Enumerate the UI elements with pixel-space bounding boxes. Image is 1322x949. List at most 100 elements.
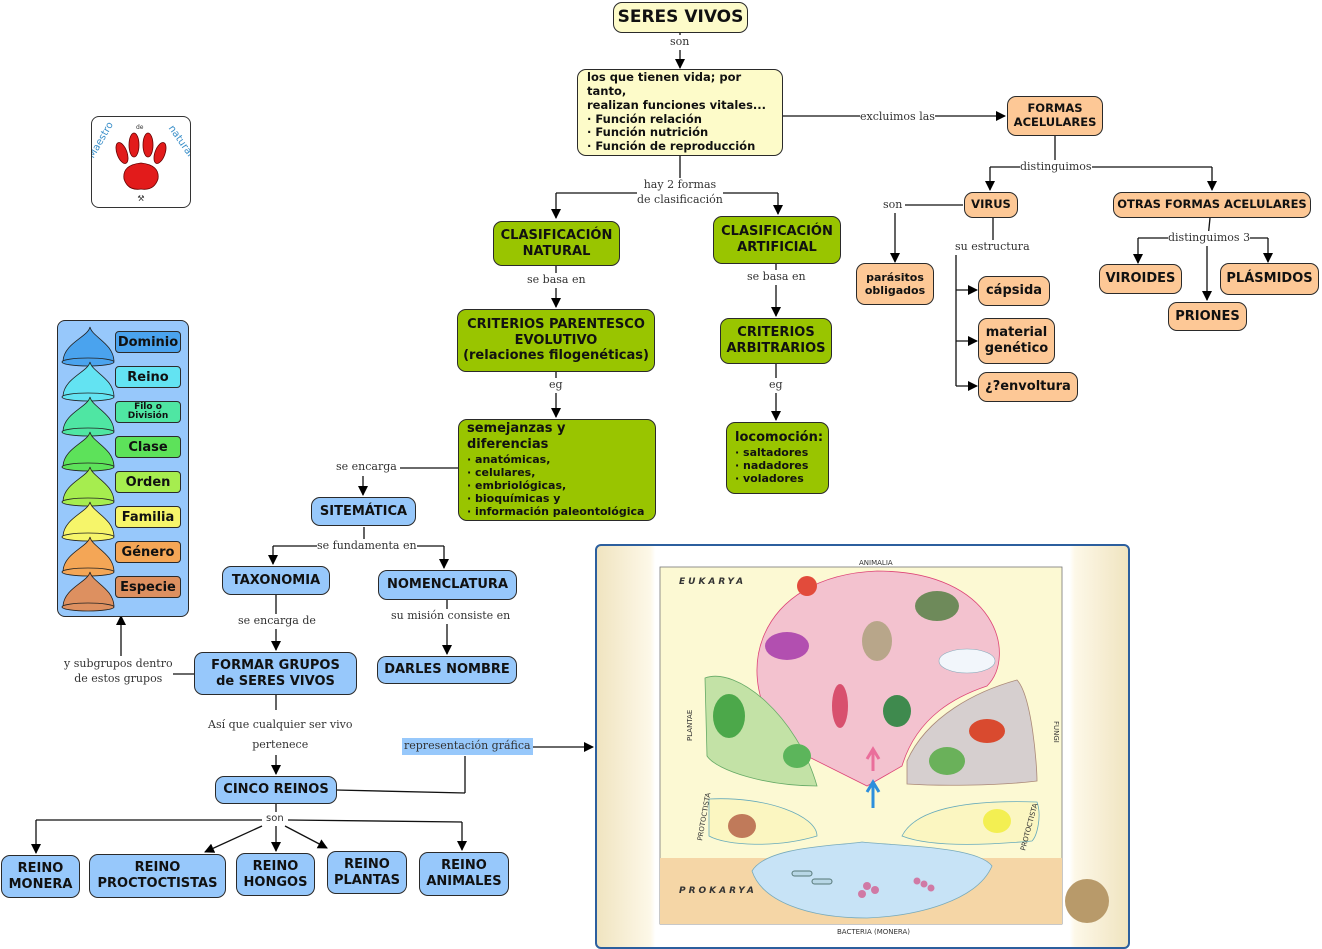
link-label-line: pertenece (252, 737, 309, 751)
definition-bullet: Función relación (587, 112, 773, 127)
hierarchy-level-filo-o-división[interactable]: Filo o División (115, 401, 181, 423)
link-label-su-estructura: su estructura (955, 240, 1030, 255)
hierarchy-level-clase[interactable]: Clase (115, 436, 181, 458)
flask-1 (62, 361, 115, 397)
kingdoms-diagram: EUKARYA PROKARYA ANIMALIA PLANTAE FUNGI … (659, 559, 1109, 936)
node-viroides[interactable]: VIROIDES (1099, 264, 1182, 294)
link-label-distinguimos-3: distinguimos 3 (1168, 231, 1251, 246)
hierarchy-level-especie[interactable]: Especie (115, 576, 181, 598)
label-fungi: FUNGI (1052, 721, 1060, 743)
node-material-genetico[interactable]: material genético (978, 318, 1055, 364)
locomocion-bullet: nadadores (735, 459, 823, 472)
node-parasitos-obligados[interactable]: parásitos obligados (856, 263, 934, 305)
label-eukarya: EUKARYA (679, 577, 746, 587)
node-darles-nombre[interactable]: DARLES NOMBRE (377, 656, 517, 684)
flask-base-6 (61, 567, 115, 577)
flask-base-3 (61, 462, 115, 472)
node-formar-grupos[interactable]: FORMAR GRUPOS de SERES VIVOS (194, 652, 357, 695)
link-label-son: son (670, 35, 690, 50)
five-kingdoms-illustration[interactable]: EUKARYA PROKARYA ANIMALIA PLANTAE FUNGI … (595, 544, 1130, 949)
flask-base-4 (61, 497, 115, 507)
criterios-line: EVOLUTIVO (514, 332, 598, 348)
link-label-se-encarga-de: se encarga de (238, 614, 316, 629)
definition-bullet: Función de reproducción (587, 139, 773, 154)
node-cinco-reinos[interactable]: CINCO REINOS (215, 776, 337, 804)
link-label-line: y subgrupos dentro (64, 657, 173, 670)
semejanzas-bullet: celulares, (467, 466, 647, 479)
link-label-line: Así que cualquier ser vivo (208, 718, 353, 731)
node-clasificacion-artificial[interactable]: CLASIFICACIÓN ARTIFICIAL (713, 216, 841, 264)
svg-text:⚒: ⚒ (137, 194, 144, 203)
node-capsida[interactable]: cápsida (978, 276, 1050, 306)
node-envoltura[interactable]: ¿?envoltura (978, 372, 1078, 402)
hierarchy-level-reino[interactable]: Reino (115, 366, 181, 388)
flask-base-2 (61, 427, 115, 437)
node-otras-formas-acelulares[interactable]: OTRAS FORMAS ACELULARES (1113, 192, 1311, 218)
node-reino-proctoctistas[interactable]: REINO PROCTOCTISTAS (89, 854, 226, 898)
link-label-line: de clasificación (637, 192, 723, 206)
label-plantae: PLANTAE (686, 710, 694, 741)
link-label-excluimos: excluimos las (860, 110, 935, 125)
flask-6 (62, 536, 115, 572)
hierarchy-level-familia[interactable]: Familia (115, 506, 181, 528)
flask-7 (62, 571, 115, 607)
definition-bullet: Función nutrición (587, 125, 773, 140)
node-virus[interactable]: VIRUS (964, 192, 1018, 218)
locomocion-bullet: voladores (735, 472, 823, 485)
node-reino-plantas[interactable]: REINO PLANTAS (327, 851, 407, 894)
node-criterios-parentesco[interactable]: CRITERIOS PARENTESCO EVOLUTIVO (relacion… (457, 309, 655, 372)
node-seres-vivos[interactable]: SERES VIVOS (613, 2, 748, 33)
hierarchy-level-dominio[interactable]: Dominio (115, 331, 181, 353)
logo: Maestro de naturales ⚒ (86, 116, 202, 208)
link-label-su-mision: su misión consiste en (391, 609, 511, 624)
semejanzas-bullet: bioquímicas y (467, 492, 647, 505)
taxonomy-flasks (61, 326, 115, 612)
criterios-line: CRITERIOS PARENTESCO (467, 317, 645, 333)
hierarchy-level-orden[interactable]: Orden (115, 471, 181, 493)
flask-0 (62, 326, 115, 362)
node-formas-acelulares[interactable]: FORMAS ACELULARES (1007, 96, 1103, 136)
node-sistematica[interactable]: SITEMÁTICA (311, 497, 416, 526)
label-prokarya: PROKARYA (679, 886, 757, 896)
link-label-se-encarga: se encarga (336, 460, 397, 475)
logo-text-mid: de (136, 124, 144, 131)
link-label-eg-natural: eg (549, 378, 563, 393)
semejanzas-bullet: anatómicas, (467, 453, 647, 466)
hierarchy-level-género[interactable]: Género (115, 541, 181, 563)
link-label-asi-que: Así que cualquier ser vivo pertenece (208, 715, 353, 755)
locomocion-title: locomoción: (735, 430, 824, 446)
semejanzas-bullet: información paleontológica (467, 505, 647, 518)
node-criterios-arbitrarios[interactable]: CRITERIOS ARBITRARIOS (720, 318, 832, 364)
link-label-son-reinos: son (266, 812, 284, 826)
node-locomocion[interactable]: locomoción: saltadores nadadores volador… (726, 422, 829, 494)
criterios-line: (relaciones filogenéticas) (463, 348, 649, 364)
semejanzas-bullet: embriológicas, (467, 479, 647, 492)
link-label-representacion-grafica: representación gráfica (402, 738, 533, 755)
logo-text-right: naturales (166, 123, 190, 168)
node-definition[interactable]: los que tienen vida; por tanto, realizan… (577, 69, 783, 156)
node-nomenclatura[interactable]: NOMENCLATURA (378, 570, 517, 600)
link-label-se-basa-en-artificial: se basa en (747, 270, 806, 285)
link-label-distinguimos: distinguimos (1020, 160, 1092, 175)
link-label-line: de estos grupos (74, 671, 163, 685)
flask-3 (62, 431, 115, 467)
node-taxonomia[interactable]: TAXONOMIA (222, 566, 330, 595)
link-label-subgrupos: y subgrupos dentro de estos grupos (64, 657, 173, 687)
node-reino-monera[interactable]: REINO MONERA (1, 855, 80, 898)
flask-4 (62, 466, 115, 502)
semejanzas-title: semejanzas y diferencias (467, 421, 566, 453)
flask-5 (62, 501, 115, 537)
node-reino-animales[interactable]: REINO ANIMALES (419, 852, 509, 896)
definition-bullets: Función relación Función nutrición Funci… (587, 112, 773, 154)
node-plasmidos[interactable]: PLÁSMIDOS (1220, 263, 1319, 295)
definition-line: realizan funciones vitales... (587, 97, 767, 112)
label-animalia: ANIMALIA (859, 559, 893, 567)
node-reino-hongos[interactable]: REINO HONGOS (236, 853, 315, 896)
node-semejanzas[interactable]: semejanzas y diferencias anatómicas, cel… (458, 419, 656, 521)
node-clasificacion-natural[interactable]: CLASIFICACIÓN NATURAL (493, 221, 620, 266)
node-priones[interactable]: PRIONES (1168, 302, 1247, 331)
link-label-eg-artificial: eg (769, 378, 783, 393)
flask-base-7 (61, 602, 115, 612)
logo-text-left: Maestro (92, 120, 116, 160)
flask-2 (62, 396, 115, 432)
